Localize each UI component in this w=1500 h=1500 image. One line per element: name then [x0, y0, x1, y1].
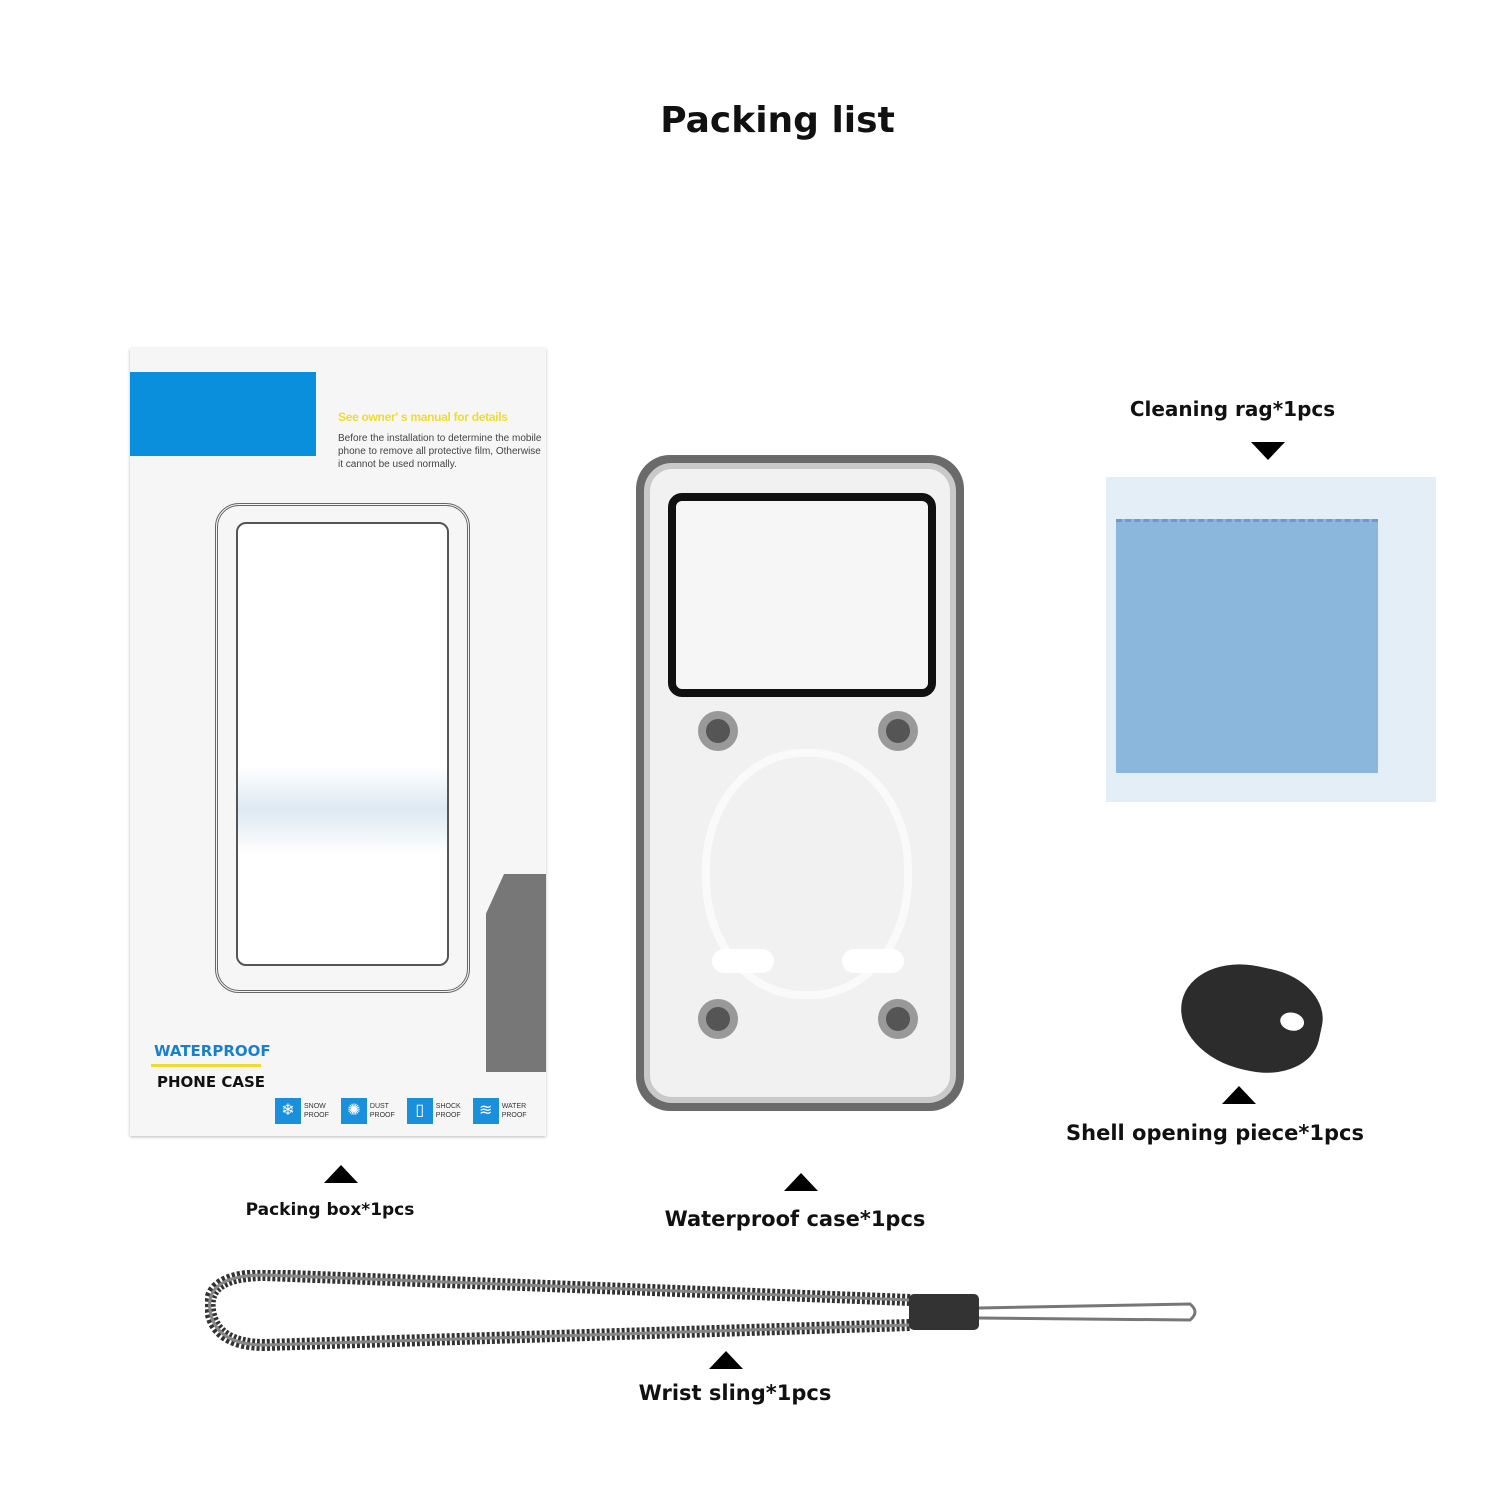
arrow-up-icon	[709, 1351, 743, 1369]
wrist-sling-label: Wrist sling*1pcs	[638, 1381, 832, 1405]
packing-box-image: See owner' s manual for details Before t…	[130, 348, 546, 1136]
arrow-down-icon	[1251, 442, 1285, 460]
packing-box-label: Packing box*1pcs	[245, 1200, 415, 1220]
box-note-heading: See owner' s manual for details	[338, 410, 508, 424]
shock-icon: ▯	[406, 1098, 433, 1124]
box-note-text: Before the installation to determine the…	[338, 433, 542, 470]
box-yellow-rule	[151, 1064, 261, 1067]
snowflake-icon: ❄	[275, 1098, 301, 1124]
arrow-up-icon	[784, 1173, 818, 1191]
cleaning-rag-image	[1106, 477, 1436, 802]
wrist-sling-image	[205, 1270, 1197, 1352]
box-phone-drawing	[215, 503, 470, 993]
cleaning-rag-label: Cleaning rag*1pcs	[1129, 397, 1336, 421]
wave-icon: ≋	[472, 1098, 499, 1124]
arrow-up-icon	[1222, 1086, 1256, 1104]
box-brand-line1: WATERPROOF	[154, 1042, 271, 1060]
arrow-up-icon	[324, 1165, 358, 1183]
waterproof-case-image	[636, 455, 964, 1111]
waterproof-case-label: Waterproof case*1pcs	[664, 1207, 926, 1231]
page-title: Packing list	[660, 100, 895, 141]
dust-icon: ✺	[340, 1098, 367, 1124]
box-blue-panel	[130, 372, 316, 456]
box-side-flap	[486, 874, 546, 1072]
box-brand-line2: PHONE CASE	[157, 1073, 265, 1091]
shell-opening-piece-image	[1170, 952, 1332, 1084]
shell-piece-label: Shell opening piece*1pcs	[1066, 1121, 1364, 1145]
